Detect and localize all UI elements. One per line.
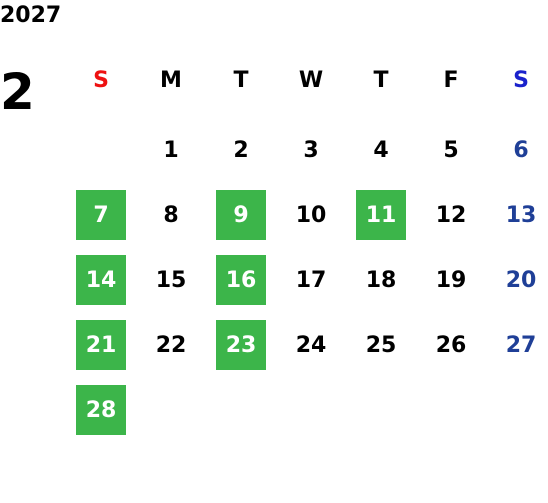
- empty-day-cell: [356, 385, 406, 435]
- weekday-sunday: S: [93, 67, 109, 93]
- day-cell[interactable]: 6: [513, 137, 529, 163]
- calendar-year: 2027: [0, 3, 62, 28]
- weekday-monday: M: [160, 67, 182, 93]
- weekday-thursday: T: [373, 67, 389, 93]
- empty-day-cell: [496, 385, 546, 435]
- day-cell[interactable]: 8: [163, 202, 179, 228]
- day-cell[interactable]: 24: [295, 332, 327, 358]
- weekday-header-row: S M T W T F S: [66, 55, 548, 105]
- highlighted-day-cell[interactable]: 9: [216, 190, 266, 240]
- empty-day-cell: [426, 385, 476, 435]
- day-cell[interactable]: 2: [233, 137, 249, 163]
- empty-day-cell: [216, 385, 266, 435]
- calendar-week-row: 7 8 9 10 11 12 13: [66, 190, 548, 240]
- calendar-week-row: 1 2 3 4 5 6: [66, 125, 548, 175]
- calendar-week-row: 14 15 16 17 18 19 20: [66, 255, 548, 305]
- day-cell[interactable]: 15: [155, 267, 187, 293]
- day-cell[interactable]: 12: [435, 202, 467, 228]
- highlighted-day-cell[interactable]: 28: [76, 385, 126, 435]
- calendar-week-row: 28: [66, 385, 548, 435]
- day-cell[interactable]: 4: [373, 137, 389, 163]
- day-cell[interactable]: 25: [365, 332, 397, 358]
- day-cell[interactable]: 20: [505, 267, 537, 293]
- day-cell[interactable]: 17: [295, 267, 327, 293]
- day-cell[interactable]: 3: [303, 137, 319, 163]
- weekday-saturday: S: [513, 67, 529, 93]
- day-cell[interactable]: 22: [155, 332, 187, 358]
- highlighted-day-cell[interactable]: 23: [216, 320, 266, 370]
- empty-day-cell: [146, 385, 196, 435]
- calendar-week-row: 21 22 23 24 25 26 27: [66, 320, 548, 370]
- day-cell[interactable]: 13: [505, 202, 537, 228]
- day-cell[interactable]: 26: [435, 332, 467, 358]
- day-cell[interactable]: 5: [443, 137, 459, 163]
- day-cell[interactable]: 10: [295, 202, 327, 228]
- weekday-wednesday: W: [298, 67, 324, 93]
- highlighted-day-cell[interactable]: 14: [76, 255, 126, 305]
- day-cell[interactable]: 19: [435, 267, 467, 293]
- weekday-tuesday: T: [233, 67, 249, 93]
- highlighted-day-cell[interactable]: 11: [356, 190, 406, 240]
- highlighted-day-cell[interactable]: 16: [216, 255, 266, 305]
- day-cell[interactable]: 18: [365, 267, 397, 293]
- weekday-friday: F: [443, 67, 459, 93]
- calendar-month: 2: [0, 63, 35, 121]
- day-cell[interactable]: 1: [163, 137, 179, 163]
- highlighted-day-cell[interactable]: 21: [76, 320, 126, 370]
- empty-day-cell: [76, 125, 126, 175]
- day-cell[interactable]: 27: [505, 332, 537, 358]
- empty-day-cell: [286, 385, 336, 435]
- highlighted-day-cell[interactable]: 7: [76, 190, 126, 240]
